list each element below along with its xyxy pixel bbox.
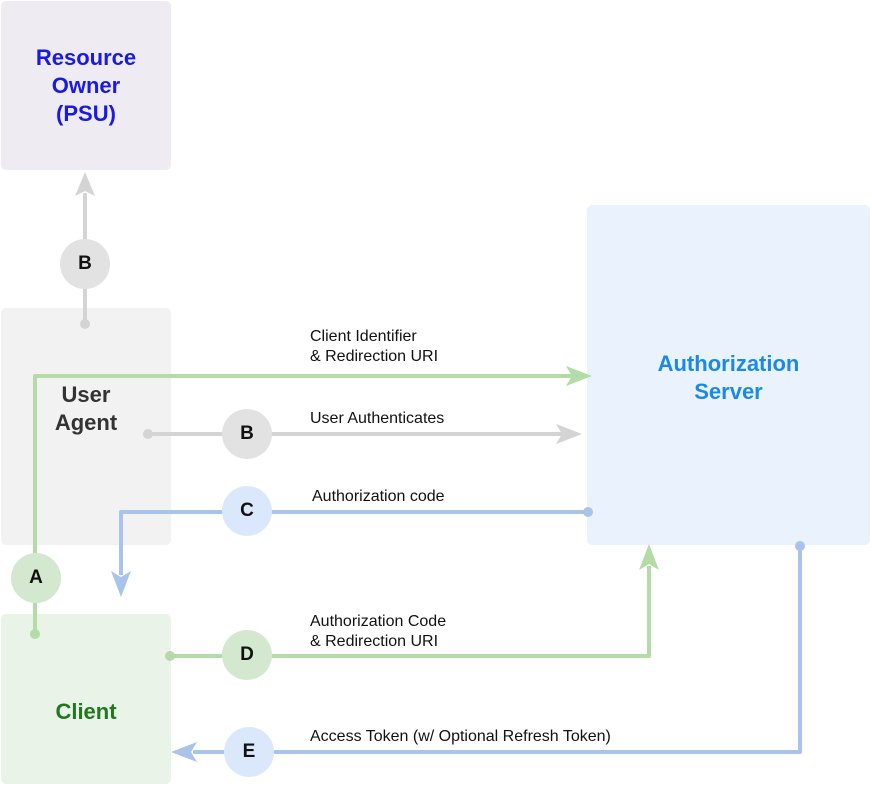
user-agent-label: User Agent (54, 381, 118, 435)
authorization-code-redirect-message: Authorization Code & Redirection URI (310, 612, 446, 652)
client-node: Client (1, 614, 171, 784)
access-token-message: Access Token (w/ Optional Refresh Token) (310, 728, 611, 745)
authorization-server-node: Authorization Server (587, 205, 870, 545)
authorization-server-label: Authorization Server (657, 351, 800, 404)
user-agent-node: User Agent (1, 308, 171, 545)
step-c-badge: C (222, 486, 272, 536)
step-a-badge: A (11, 553, 61, 603)
resource-owner-node: Resource Owner (PSU) (1, 1, 171, 170)
flow-b-authenticate-start-dot (143, 429, 153, 439)
flow-d-connector (170, 566, 651, 658)
flow-b-owner-start-dot (80, 319, 90, 329)
flow-a-connector (33, 374, 572, 634)
flow-a-arrowhead (566, 366, 592, 386)
flow-d-arrowhead (639, 544, 659, 570)
flow-a-start-dot (30, 629, 40, 639)
flow-c-start-dot (583, 507, 593, 517)
authorization-code-redirect-line1: Authorization Code (310, 613, 447, 630)
client-label: Client (55, 699, 117, 724)
flow-d-start-dot (165, 651, 175, 661)
user-authenticates-message: User Authenticates (310, 410, 445, 427)
step-d-badge: D (222, 630, 272, 680)
flow-e-arrowhead (171, 742, 197, 762)
flow-e-connector (193, 546, 802, 754)
authorization-code-message: Authorization code (312, 488, 445, 505)
client-identifier-line1: Client Identifier (310, 328, 417, 345)
client-identifier-line2: & Redirection URI (310, 348, 439, 365)
step-b-owner-badge: B (60, 239, 110, 289)
flow-b-owner-arrowhead (75, 172, 95, 196)
flow-c-connector (119, 510, 588, 575)
step-e-badge: E (224, 727, 274, 777)
client-identifier-message: Client Identifier & Redirection URI (310, 327, 438, 367)
step-b-authenticate-badge: B (222, 409, 272, 459)
authorization-code-redirect-line2: & Redirection URI (310, 633, 439, 650)
flow-e-start-dot (795, 541, 805, 551)
flow-c-arrowhead (111, 571, 131, 597)
resource-owner-label: Resource Owner (PSU) (35, 44, 137, 126)
flow-b-authenticate-arrowhead (556, 424, 582, 444)
